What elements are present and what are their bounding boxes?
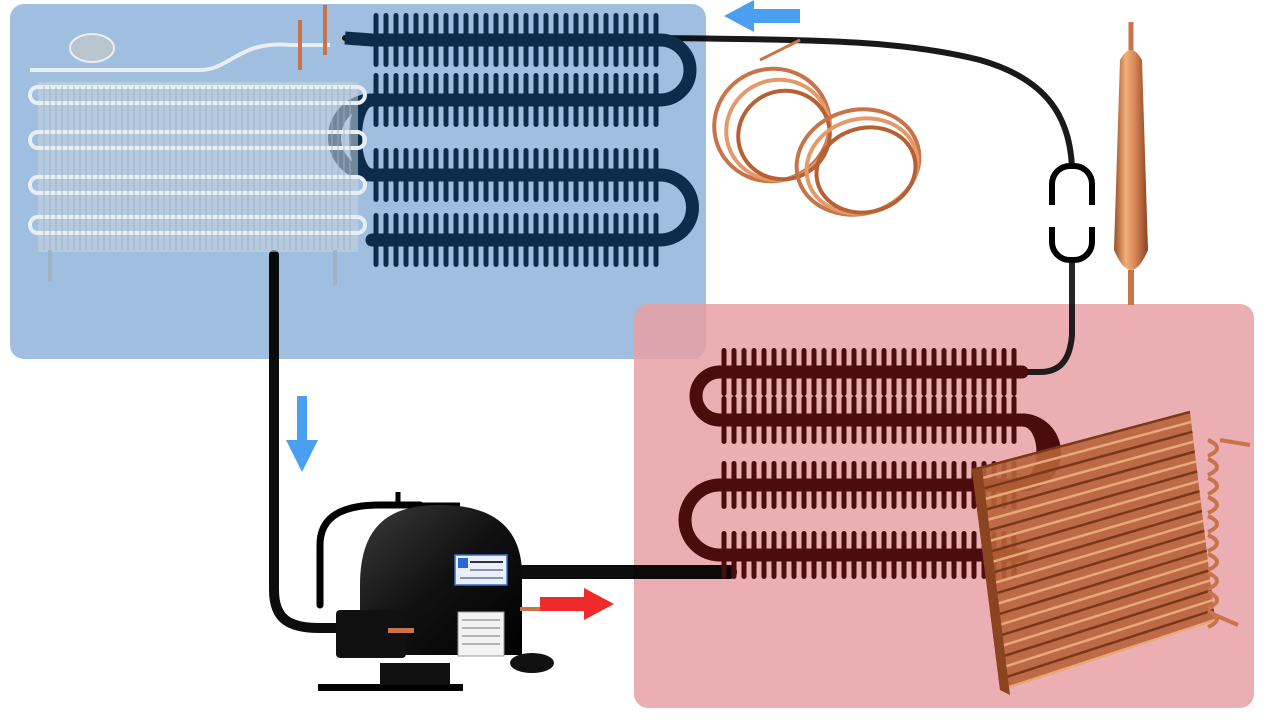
drier-to-condenser-pipe — [1019, 255, 1075, 375]
return-arrow — [724, 0, 800, 32]
filter-drier-icon — [1114, 22, 1148, 305]
suction-pipe — [269, 250, 345, 633]
filter-drier-schematic — [1048, 163, 1096, 263]
evaporator-schematic — [328, 13, 699, 267]
evaporator-coil-icon — [28, 5, 367, 285]
compressor-loop-pipe — [316, 501, 424, 609]
refrigerant-pipes — [269, 35, 1075, 633]
condenser-coil-icon — [971, 410, 1251, 695]
capillary-coil-icon — [712, 38, 922, 217]
compressor-icon — [318, 492, 554, 691]
return-pipe — [342, 35, 1075, 171]
suction-arrow — [286, 396, 318, 472]
discharge-arrow — [540, 588, 614, 620]
